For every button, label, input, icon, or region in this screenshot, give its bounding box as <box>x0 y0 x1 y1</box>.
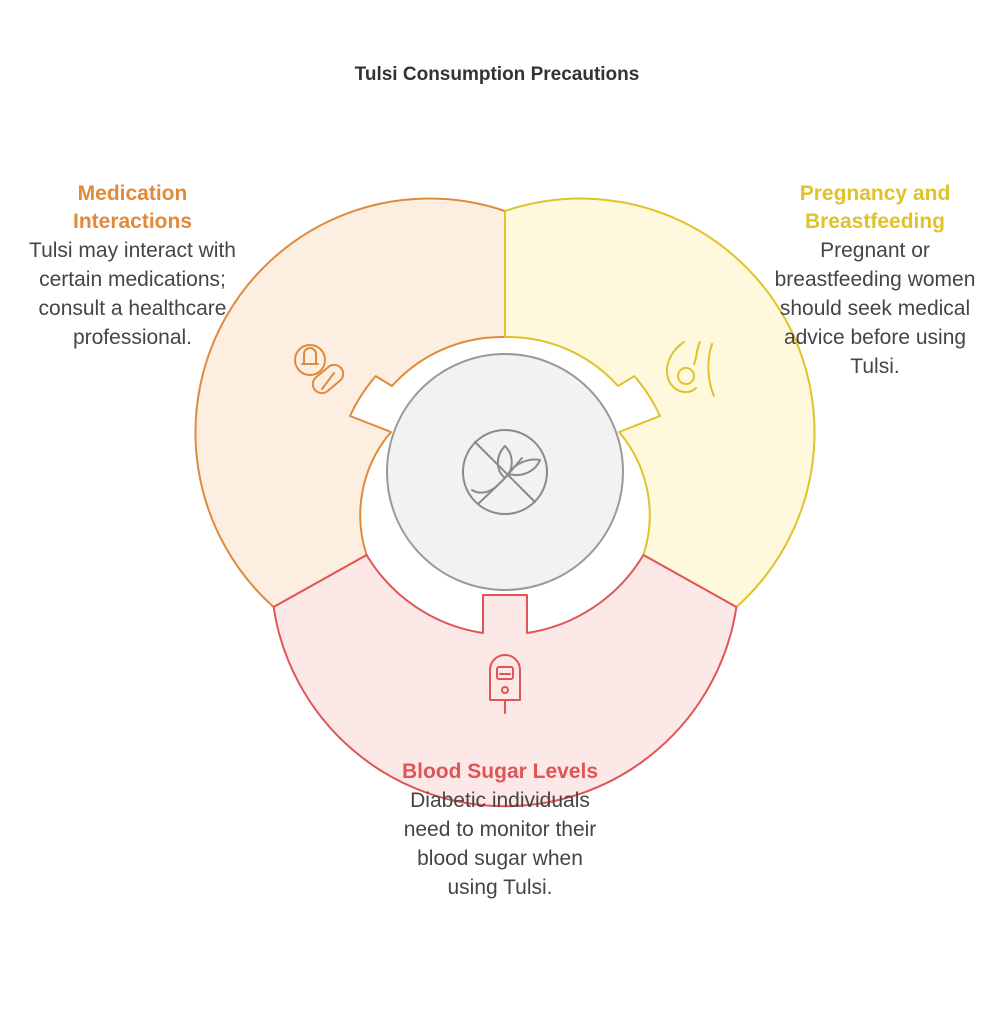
pills-icon <box>294 344 345 395</box>
medication-heading: Medication Interactions <box>72 182 193 233</box>
segment-medication <box>194 197 506 608</box>
page-title: Tulsi Consumption Precautions <box>354 64 640 85</box>
segment-pregnancy <box>504 197 816 608</box>
glucose-meter-icon <box>489 654 521 714</box>
pregnancy-description: Pregnant or breastfeeding women should s… <box>774 239 976 378</box>
medication-description: Tulsi may interact with certain medicati… <box>29 239 236 349</box>
no-herb-icon <box>462 429 548 515</box>
pregnancy-block: Pregnancy and Breastfeeding Pregnant or … <box>760 180 990 381</box>
blood-sugar-description: Diabetic individuals need to monitor the… <box>403 789 597 899</box>
medication-block: Medication Interactions Tulsi may intera… <box>20 180 245 352</box>
segment-blood <box>272 554 738 808</box>
pregnant-belly-icon <box>666 341 715 397</box>
pregnancy-heading: Pregnancy and Breastfeeding <box>799 182 951 233</box>
blood-sugar-block: Blood Sugar Levels Diabetic individuals … <box>390 758 610 902</box>
blood-sugar-heading: Blood Sugar Levels <box>401 760 599 783</box>
